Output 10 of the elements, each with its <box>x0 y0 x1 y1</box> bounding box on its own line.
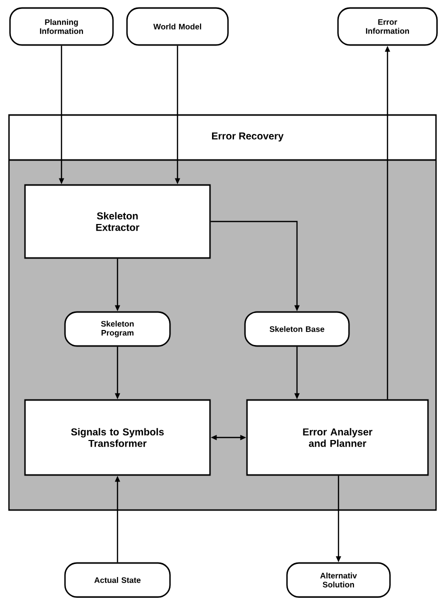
terminal-pill: Planning Information <box>9 7 114 46</box>
terminal-pill: Skeleton Base <box>244 311 350 347</box>
terminal-pill: Actual State <box>64 562 171 598</box>
process-box: Skeleton Extractor <box>24 184 211 259</box>
terminal-pill: World Model <box>126 7 229 46</box>
terminal-pill: Skeleton Program <box>64 311 171 347</box>
process-box: Signals to Symbols Transformer <box>24 399 211 476</box>
process-box: Error Analyser and Planner <box>246 399 429 476</box>
terminal-pill: Alternativ Solution <box>286 562 391 598</box>
terminal-pill: Error Information <box>337 7 438 46</box>
